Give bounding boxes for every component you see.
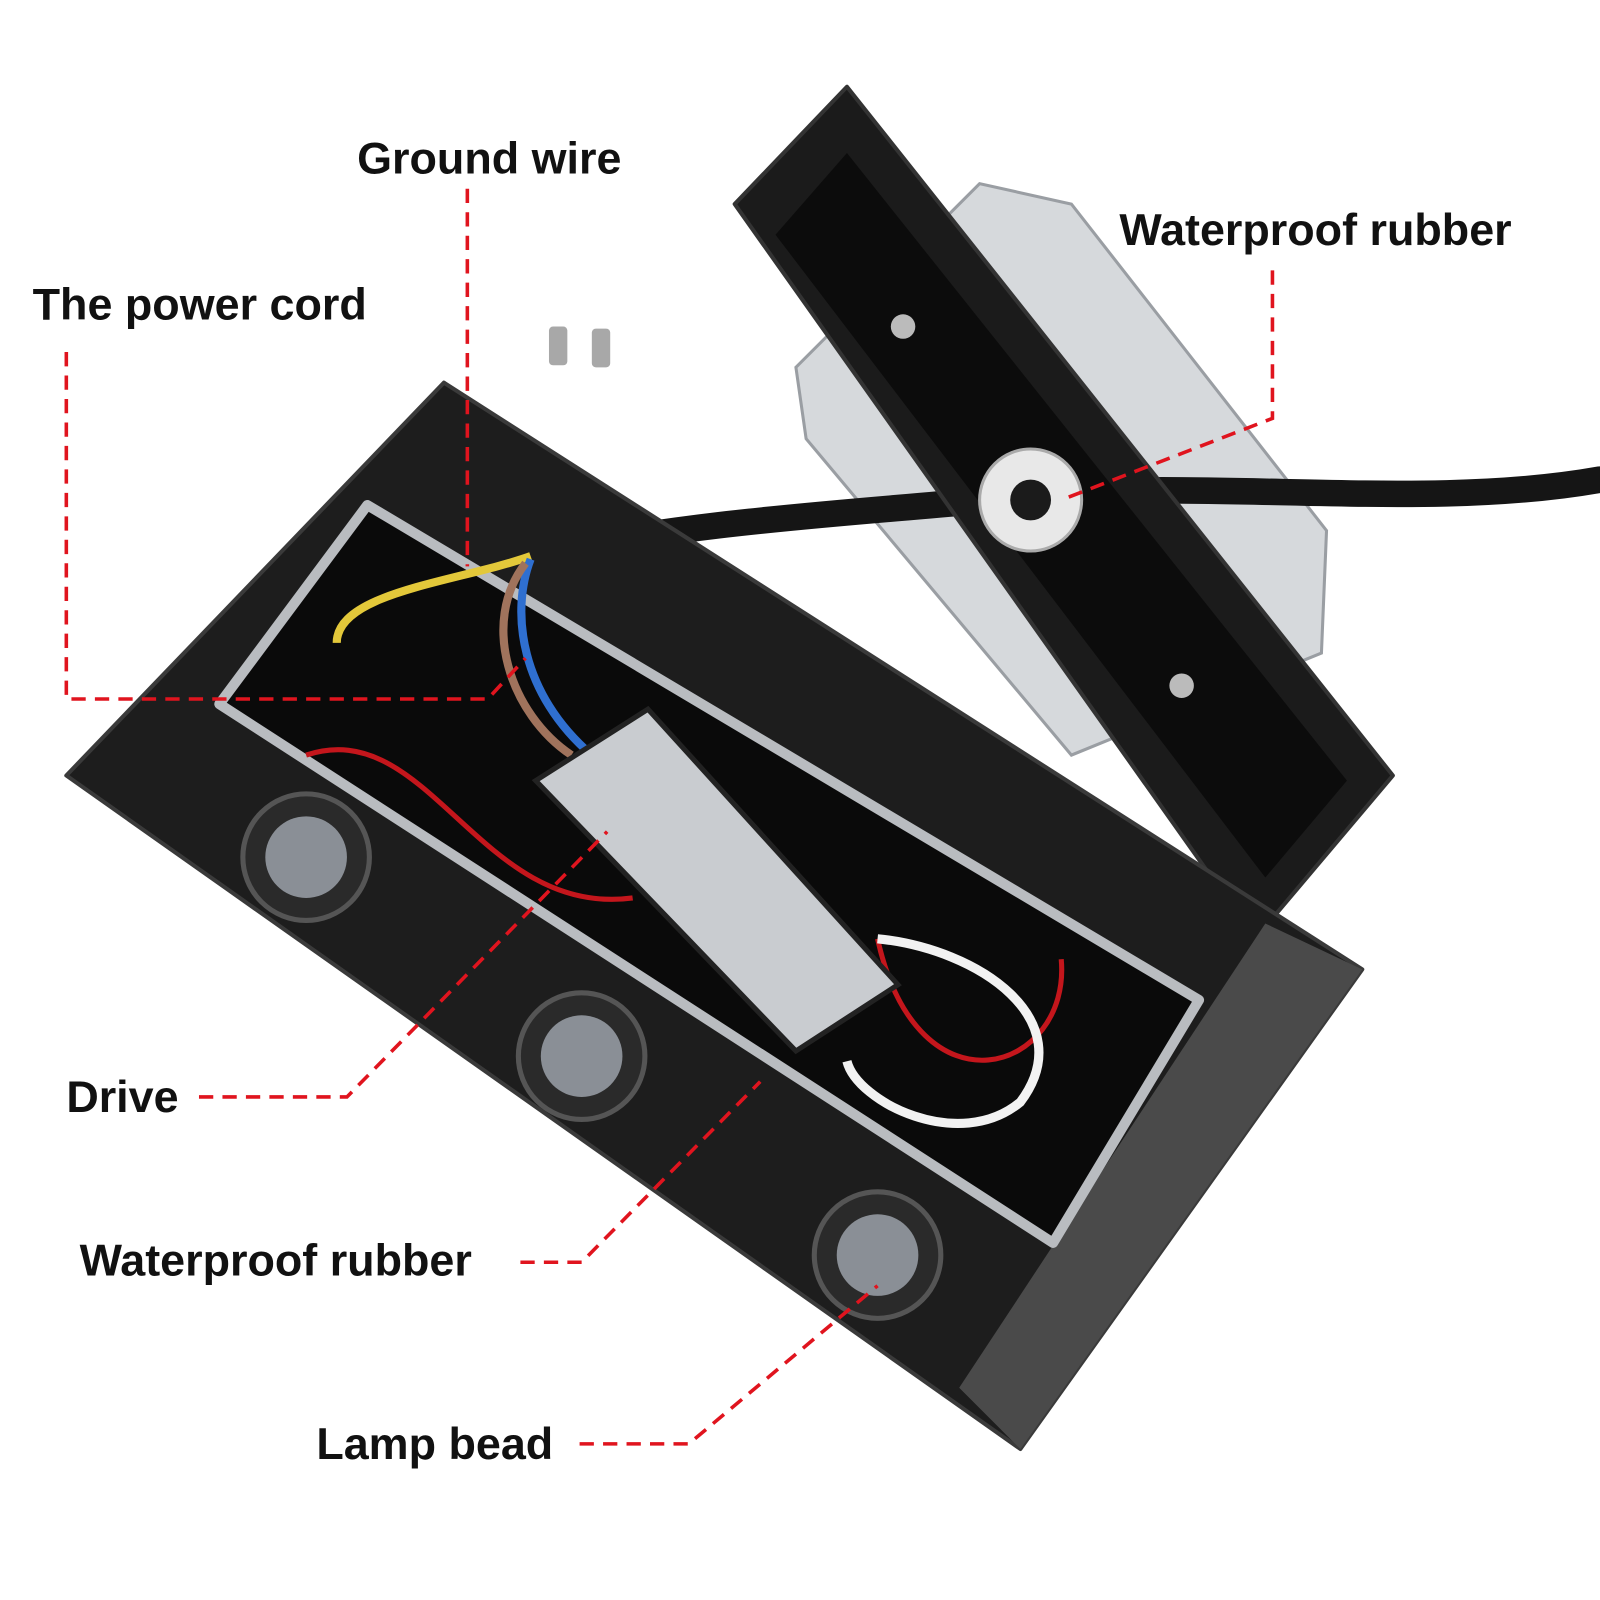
label-ground-wire: Ground wire [357,132,621,183]
lid-screw [1169,673,1194,698]
leader-lamp-bead [579,1284,879,1446]
label-waterproof-rubber-top: Waterproof rubber [1119,204,1511,255]
ground-wire [332,552,532,644]
leader-drive [198,830,609,1099]
white-wire [842,934,1044,1128]
label-lamp-bead: Lamp bead [316,1418,553,1469]
set-screw [591,328,611,368]
housing-end-cap [959,923,1363,1449]
lamp-lens [540,1015,623,1097]
grommet-hole [1010,479,1052,521]
rubber-seal [214,500,1205,1248]
lid-screw [890,314,916,339]
red-wire [305,747,1065,1063]
label-waterproof-rubber-bottom: Waterproof rubber [80,1235,472,1286]
label-drive: Drive [66,1071,178,1122]
blue-wire [517,557,595,759]
leader-waterproof-rubber-top [1060,270,1275,502]
lamp-lens [265,816,347,898]
leader-power-cord [64,352,527,701]
set-screw [548,326,568,366]
lamp-lens [836,1214,919,1296]
led-driver [531,705,902,1055]
brown-wire [499,560,574,759]
leader-waterproof-rubber-bottom [520,1080,762,1265]
label-power-cord: The power cord [33,278,367,329]
